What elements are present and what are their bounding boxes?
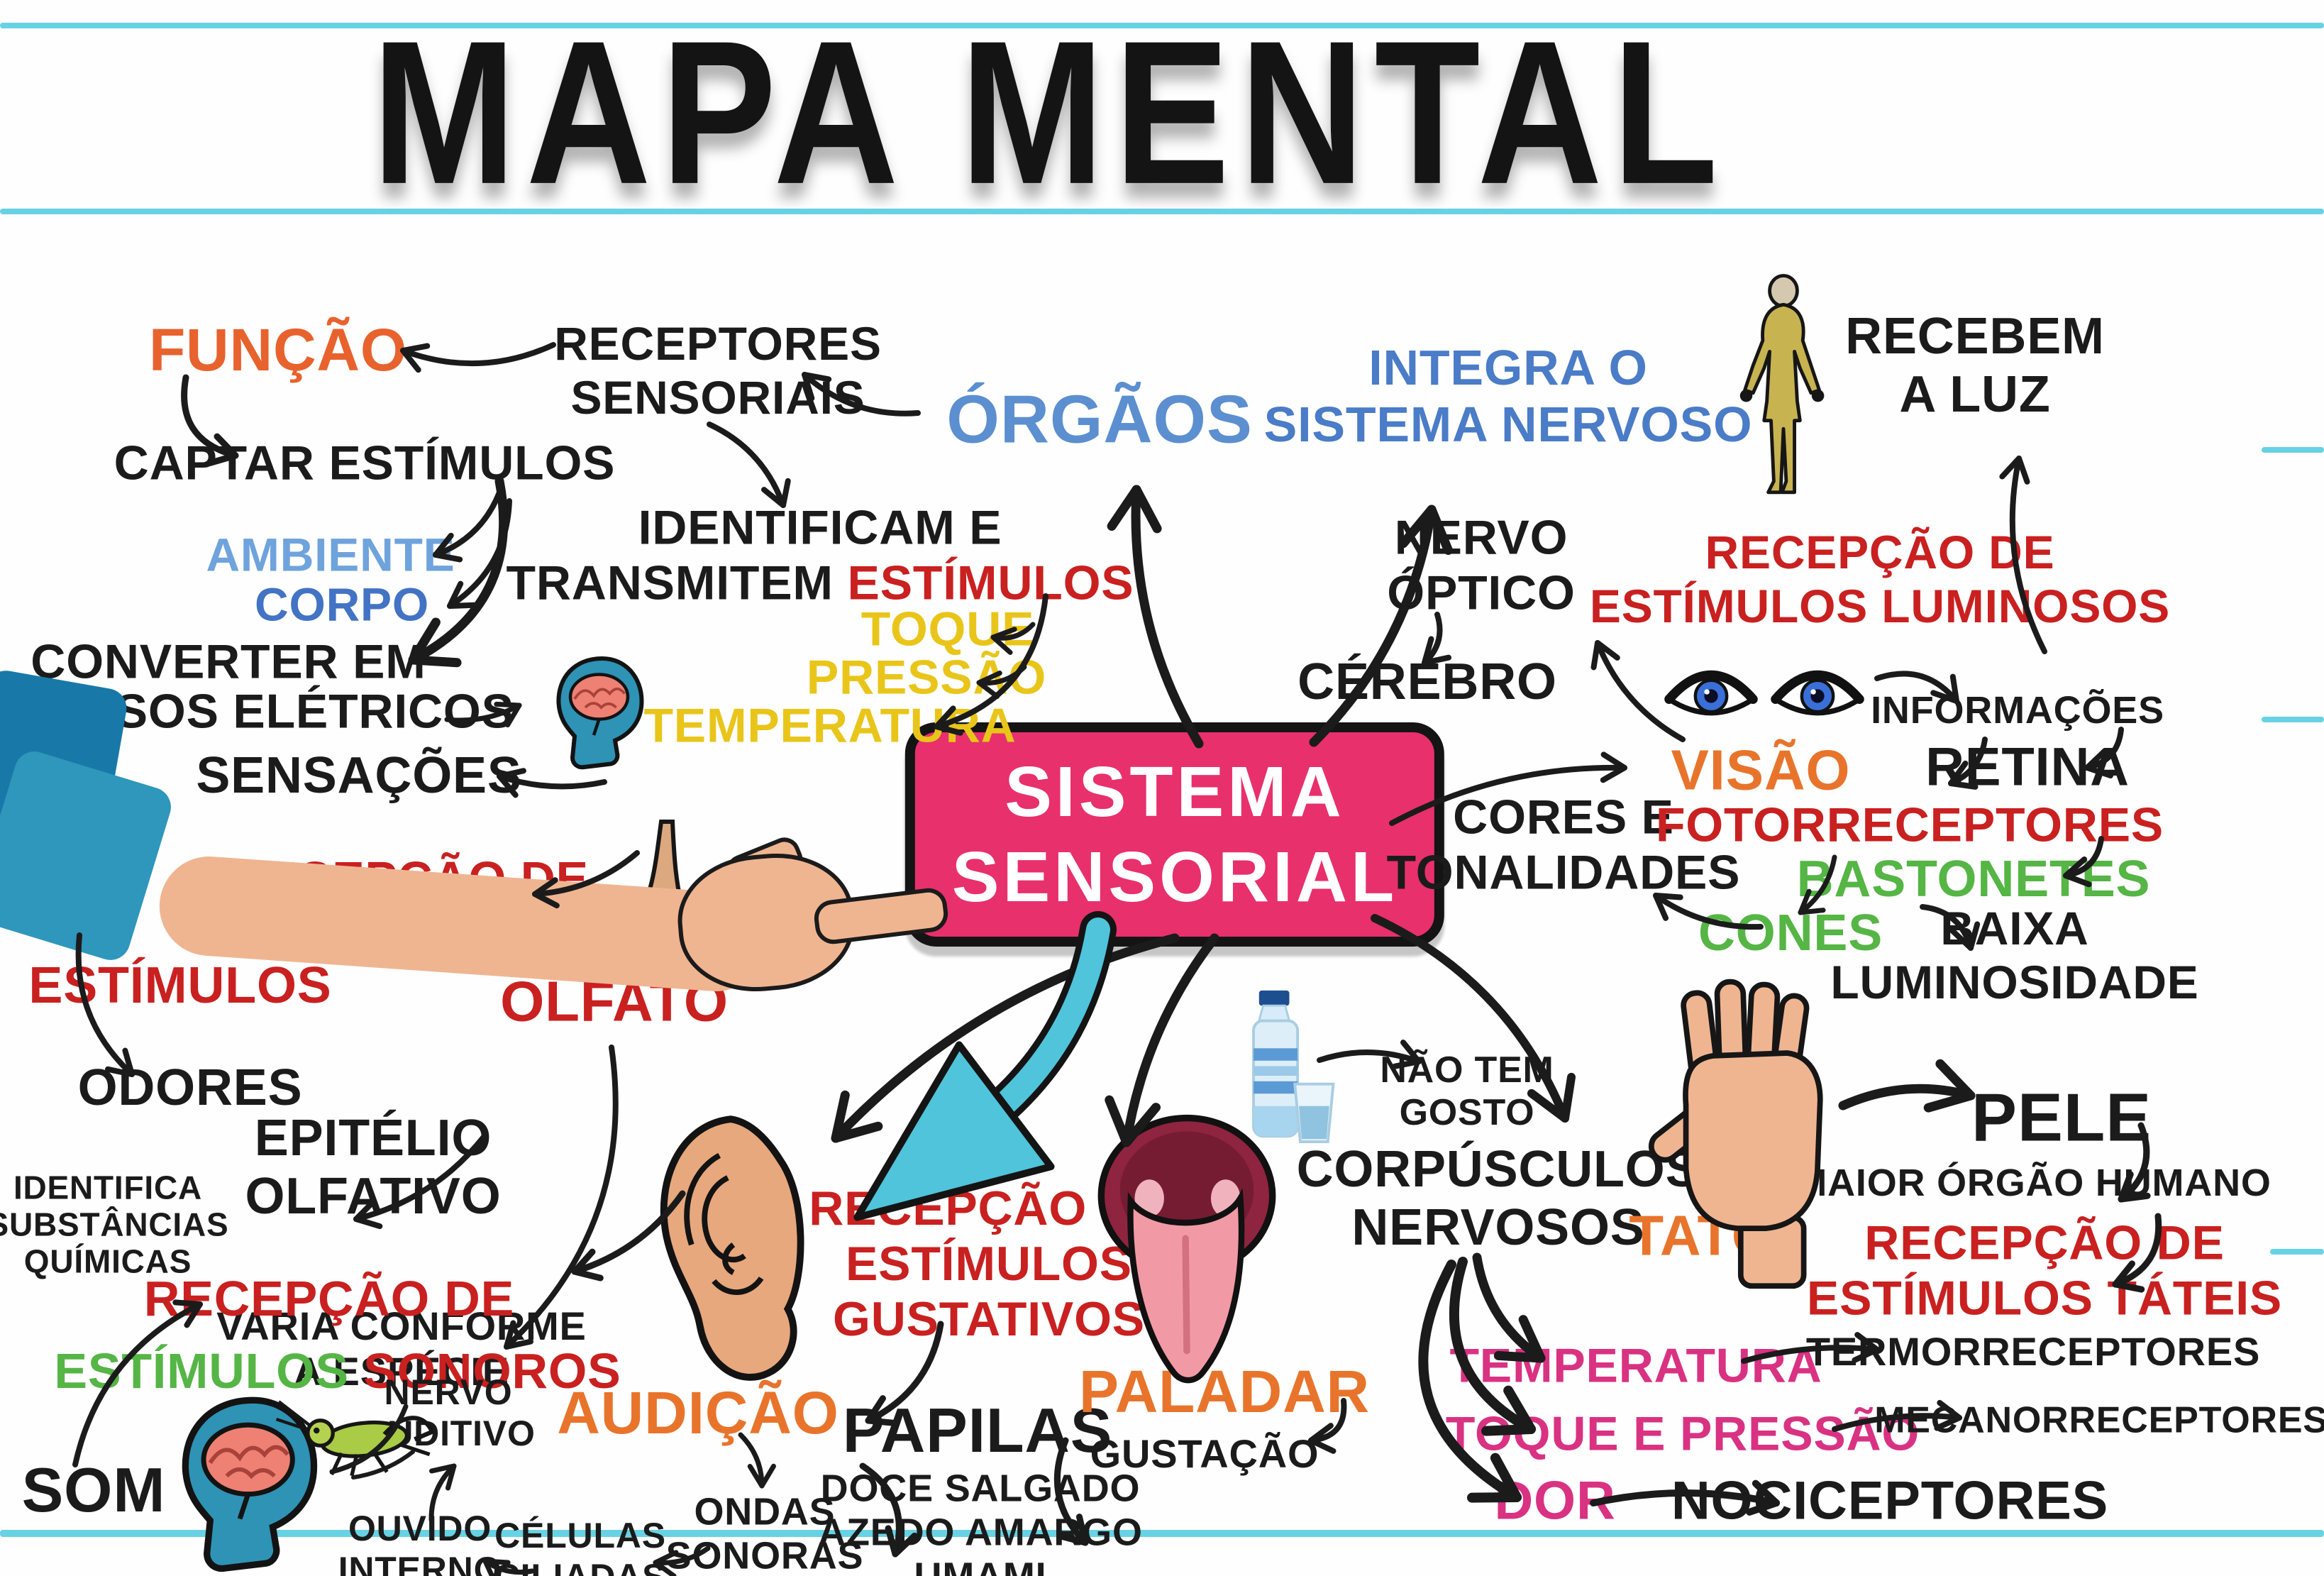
brain-head-icon — [182, 1396, 318, 1572]
label-dor: DOR — [1494, 1472, 1616, 1532]
label-olfato: OLFATO — [500, 971, 729, 1034]
label-celulas-ciliadas: CÉLULASCILIADAS — [494, 1516, 666, 1576]
notebook-line — [0, 1530, 2324, 1537]
label-orgaos: ÓRGÃOS — [946, 382, 1253, 458]
notebook-line — [0, 209, 2324, 214]
label-pele: PELE — [1971, 1081, 2152, 1157]
label-fotorreceptores: FOTORRECEPTORES — [1655, 798, 2164, 853]
label-sensacoes: SENSAÇÕES — [196, 745, 522, 804]
label-recepcao-sonoros-1: RECEPÇÃO DE — [143, 1272, 515, 1328]
label-recepcao-de-olfato: RECEPÇÃO DE — [228, 852, 589, 907]
label-maior-orgao: MAIOR ÓRGÃO HUMANO — [1795, 1162, 2272, 1205]
label-visao: VISÃO — [1671, 739, 1851, 803]
label-impulsos-eletricos: IMPULSOS ELÉTRICOS — [0, 685, 514, 739]
label-audicao: AUDIÇÃO — [557, 1379, 839, 1447]
notebook-line — [0, 23, 2324, 28]
label-termorreceptores: TERMORRECEPTORES — [1805, 1330, 2261, 1374]
label-bastonetes: BASTONETES — [1796, 849, 2151, 908]
notebook-line — [2262, 717, 2324, 722]
label-informacoes: INFORMAÇÕES — [1871, 689, 2164, 732]
notebook-line — [2270, 1249, 2324, 1255]
label-papilas: PAPILAS — [842, 1396, 1113, 1466]
eye-icon-right — [1771, 670, 1864, 716]
label-nociceptores: NOCICEPTORES — [1671, 1472, 2109, 1532]
label-paladar: PALADAR — [1078, 1358, 1371, 1426]
label-estimulos-olfato: ESTÍMULOS — [28, 955, 332, 1014]
label-cerebro: CÉREBRO — [1297, 651, 1557, 710]
label-toque-e-pressao: TOQUE E PRESSÃO — [1445, 1407, 1920, 1462]
label-recepcao-sonoros-2: ESTÍMULOS SONOROS — [54, 1344, 621, 1400]
label-ambiente: AMBIENTE — [206, 528, 455, 581]
brain-head-icon — [556, 656, 644, 770]
label-temperatura: TEMPERATURA — [1449, 1339, 1822, 1394]
notebook-line — [2262, 447, 2324, 453]
label-odores: ODORES — [77, 1057, 303, 1116]
label-mecanorreceptores: MECANORRECEPTORES — [1874, 1398, 2324, 1441]
label-som: SOM — [21, 1455, 166, 1526]
page-title: MAPA MENTAL — [372, 0, 1728, 227]
eye-icon-left — [1664, 670, 1758, 716]
label-retina: RETINA — [1925, 738, 2130, 798]
arm-thumb — [721, 832, 808, 898]
label-funcao: FUNÇÃO — [148, 316, 408, 384]
label-temperatura-amarelo: TEMPERATURA — [643, 699, 1017, 754]
ear-icon — [660, 1115, 804, 1381]
label-pressao-amarelo: PRESSÃO — [806, 651, 1047, 705]
label-captar-estimulos: CAPTAR ESTÍMULOS — [114, 436, 616, 491]
label-gustacao: GUSTAÇÃO — [1090, 1432, 1319, 1477]
label-toque-amarelo: TOQUE — [861, 602, 1035, 657]
label-corpo: CORPO — [254, 578, 430, 631]
label-converter-em: CONVERTER EM — [31, 635, 426, 690]
label-tato: TATO — [1629, 1205, 1776, 1268]
arm-sleeve-cuff — [0, 746, 176, 965]
